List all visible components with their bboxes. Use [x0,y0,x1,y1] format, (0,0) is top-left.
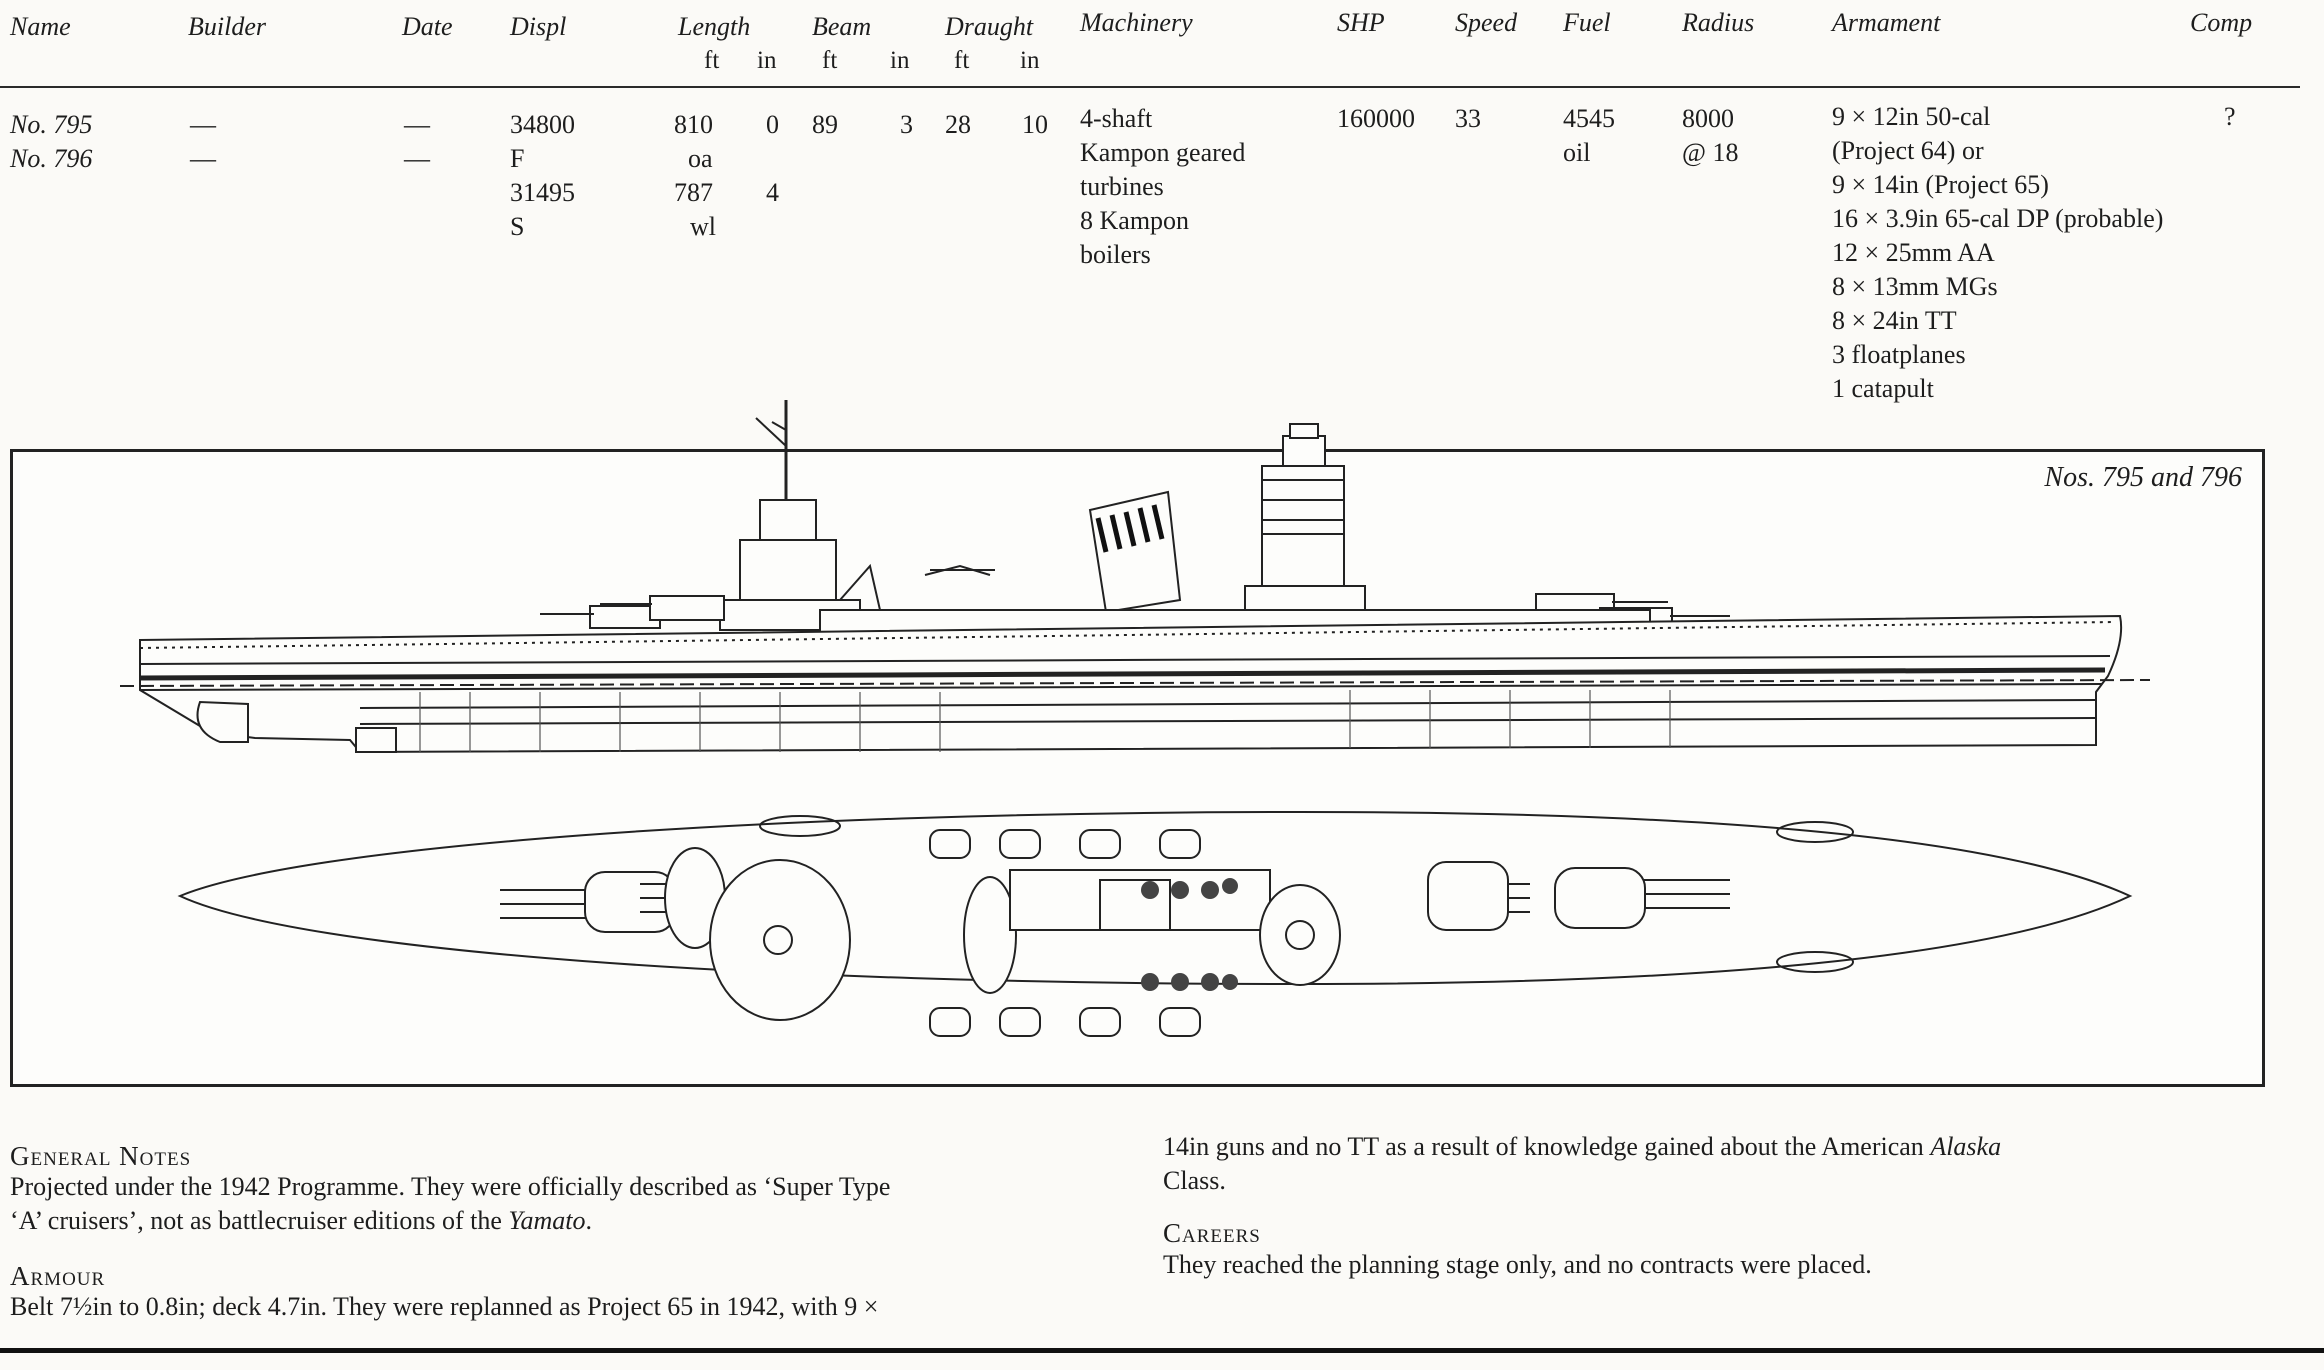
subheader-length-in: in [757,47,777,74]
beam-in-value: 3 [900,110,913,139]
header-builder: Builder [188,12,266,41]
header-displ: Displ [510,12,567,41]
draught-in-value: 10 [1022,110,1048,139]
armament-line: 1 catapult [1832,374,1934,403]
shp-value: 160000 [1337,104,1415,133]
careers-heading: Careers [1163,1218,1261,1248]
machinery-line: 4-shaft [1080,104,1153,133]
armament-line: 8 × 13mm MGs [1832,272,1998,301]
armour-continued-line: Class. [1163,1166,1226,1195]
machinery-line: boilers [1080,240,1151,269]
armament-line: 3 floatplanes [1832,340,1966,369]
general-notes-line: ‘A’ cruisers’, not as battlecruiser edit… [10,1206,592,1235]
header-beam: Beam [812,12,872,41]
ship-name: No. 795 [10,110,93,139]
armament-line: 9 × 14in (Project 65) [1832,170,2049,199]
armament-line: 12 × 25mm AA [1832,238,1995,267]
armour-line: Belt 7½in to 0.8in; deck 4.7in. They wer… [10,1292,879,1321]
armour-continued-line: 14in guns and no TT as a result of knowl… [1163,1132,2002,1161]
length-in-value: 4 [766,178,779,207]
header-length: Length [678,12,751,41]
length-ft-value: 810 [674,110,713,139]
header-shp: SHP [1337,8,1385,37]
tower-bridge [1282,435,1326,467]
page-bottom-rule [0,1348,2324,1353]
header-fuel: Fuel [1563,8,1611,37]
general-notes-line: Projected under the 1942 Programme. They… [10,1172,891,1201]
fuel-value: oil [1563,138,1591,167]
subheader-length-ft: ft [704,47,720,74]
machinery-line: 8 Kampon [1080,206,1190,235]
displ-value: S [510,212,525,241]
armament-line: 16 × 3.9in 65-cal DP (probable) [1832,204,2164,233]
builder-value: — [190,144,216,173]
armament-line: 8 × 24in TT [1832,306,1957,335]
careers-line: They reached the planning stage only, an… [1163,1250,1872,1279]
date-value: — [404,144,430,173]
turret-plan [1427,861,1530,931]
displ-value: 31495 [510,178,575,207]
length-in-value: 0 [766,110,779,139]
header-radius: Radius [1682,8,1755,37]
header-rule [0,86,2300,88]
header-armament: Armament [1832,8,1941,37]
header-name: Name [10,12,71,41]
header-comp: Comp [2190,8,2253,37]
displ-value: F [510,144,525,173]
turret [649,595,725,621]
subheader-beam-in: in [890,47,910,74]
machinery-line: turbines [1080,172,1164,201]
figure-caption: Nos. 795 and 796 [2044,462,2242,493]
general-notes-heading: General Notes [10,1141,192,1171]
armament-line: 9 × 12in 50-cal [1832,102,1991,131]
length-ft-value: 787 [674,178,713,207]
builder-value: — [190,110,216,139]
displ-value: 34800 [510,110,575,139]
header-date: Date [402,12,453,41]
subheader-draught-ft: ft [954,47,970,74]
fuel-value: 4545 [1563,104,1615,133]
comp-value: ? [2224,102,2236,131]
header-machinery: Machinery [1080,8,1193,37]
draught-ft-value: 28 [945,110,971,139]
radius-value: @ 18 [1682,138,1739,167]
length-ft-value: wl [690,212,716,241]
subheader-draught-in: in [1020,47,1040,74]
armament-line: (Project 64) or [1832,136,1984,165]
beam-ft-value: 89 [812,110,838,139]
date-value: — [404,110,430,139]
turret-plan [500,871,676,933]
turret-plan [1554,867,1730,929]
turret-plan [640,847,726,949]
header-draught: Draught [945,12,1034,41]
speed-value: 33 [1455,104,1481,133]
length-ft-value: oa [688,144,713,173]
header-speed: Speed [1455,8,1518,37]
armour-heading: Armour [10,1261,106,1291]
ship-name: No. 796 [10,144,93,173]
secondary-mount [929,829,1201,1037]
radius-value: 8000 [1682,104,1734,133]
subheader-beam-ft: ft [822,47,838,74]
machinery-line: Kampon geared [1080,138,1246,167]
